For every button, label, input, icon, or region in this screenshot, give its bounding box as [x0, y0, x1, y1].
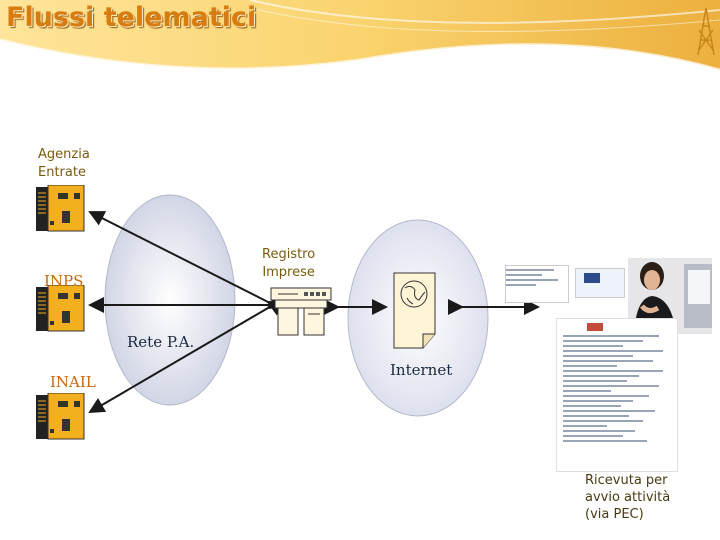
web-form-screenshot	[505, 265, 569, 303]
page-title: Flussi telematici	[6, 2, 257, 33]
ricevuta-label: Ricevuta per avvio attività (via PEC)	[585, 473, 671, 522]
inail-label: INAIL	[50, 373, 96, 391]
registro-imprese-label: Registro Imprese	[262, 247, 316, 280]
agenzia-server-icon	[36, 185, 85, 232]
globe-document-icon	[393, 272, 436, 349]
database-server-icon	[270, 287, 332, 336]
receipt-document-icon	[556, 318, 678, 472]
agenzia-entrate-label: Agenzia Entrate	[38, 147, 90, 180]
inail-server-icon	[36, 393, 85, 440]
pec-window-screenshot	[575, 268, 625, 298]
internet-label: Internet	[390, 361, 453, 379]
inps-label: INPS	[44, 272, 84, 290]
rete-pa-label: Rete P.A.	[127, 333, 195, 351]
inps-server-icon	[36, 285, 85, 332]
antenna-icon	[697, 7, 715, 56]
rete-pa-ellipse	[104, 194, 236, 406]
